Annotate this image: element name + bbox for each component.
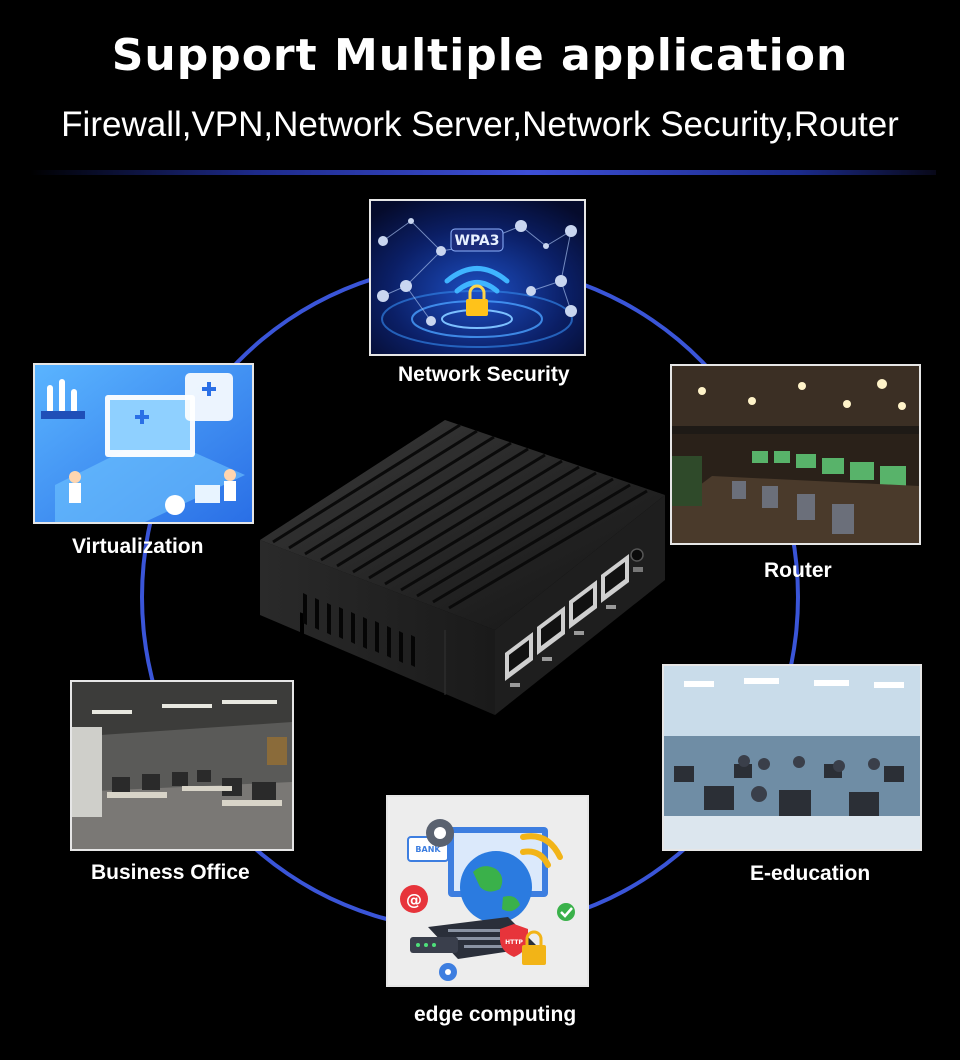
router-image — [670, 364, 921, 545]
network-security-image: WPA3 — [369, 199, 586, 356]
svg-text:BANK: BANK — [415, 845, 441, 854]
router-label: Router — [764, 559, 832, 582]
router-device-icon — [505, 554, 629, 681]
page-title: Support Multiple application — [111, 30, 849, 81]
network-security-label: Network Security — [398, 363, 570, 386]
header-divider — [30, 170, 936, 175]
virtualization-image — [33, 363, 254, 524]
page-subtitle: Firewall,VPN,Network Server,Network Secu… — [61, 105, 899, 144]
e-education-image — [662, 664, 922, 851]
business-office-image — [70, 680, 294, 851]
lock-icon — [522, 930, 546, 965]
svg-text:@: @ — [406, 890, 422, 909]
wpa3-badge: WPA3 — [455, 233, 500, 249]
wifi-icon — [520, 833, 563, 868]
wifi-icon — [444, 266, 510, 294]
globe-icon — [460, 851, 532, 923]
edge-computing-label: edge computing — [414, 1003, 577, 1026]
virtualization-label: Virtualization — [72, 535, 204, 558]
e-education-label: E-education — [750, 862, 871, 885]
fanless-mini-pc — [255, 415, 675, 715]
lock-icon — [466, 284, 488, 316]
edge-computing-image: BANK @ HTTP — [386, 795, 589, 987]
svg-text:HTTP: HTTP — [505, 939, 523, 946]
business-office-label: Business Office — [91, 861, 250, 884]
